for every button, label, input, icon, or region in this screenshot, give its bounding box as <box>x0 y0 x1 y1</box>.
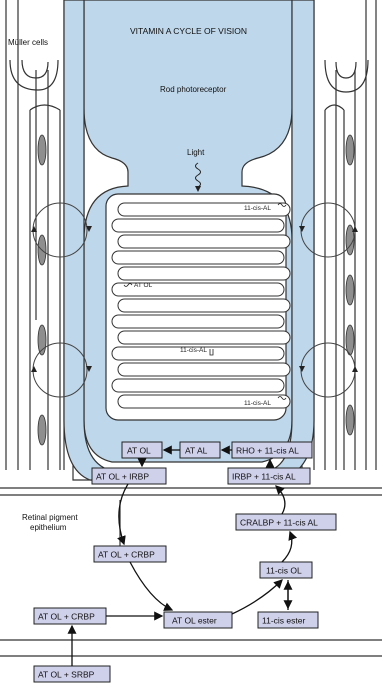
box-at-ol-srbp: AT OL + SRBP <box>34 666 110 682</box>
svg-text:AT OL: AT OL <box>127 446 151 456</box>
disc-label-middle: 11-cis-AL <box>180 347 207 354</box>
svg-text:11-cis OL: 11-cis OL <box>266 566 302 576</box>
svg-text:AT OL ester: AT OL ester <box>172 616 217 626</box>
box-11-cis-ester: 11-cis ester <box>258 612 318 628</box>
box-cralbp-11-cis-al: CRALBP + 11-cis AL <box>236 514 336 530</box>
svg-text:IRBP + 11-cis AL: IRBP + 11-cis AL <box>232 472 296 482</box>
box-at-ol-crbp-rpe: AT OL + CRBP <box>94 546 166 562</box>
disc-label-top: 11-cis-AL <box>244 205 271 212</box>
svg-text:11-cis ester: 11-cis ester <box>262 616 305 626</box>
box-at-ol-crbp: AT OL + CRBP <box>34 608 106 624</box>
svg-text:RHO + 11-cis AL: RHO + 11-cis AL <box>236 446 299 456</box>
box-at-ol-ester: AT OL ester <box>164 612 232 628</box>
box-rho-11-cis-al: RHO + 11-cis AL <box>232 442 312 458</box>
box-at-al: AT AL <box>180 442 220 458</box>
disc-label-bottom: 11-cis-AL <box>244 400 271 407</box>
rpe-label-line2: epithelium <box>30 523 67 532</box>
svg-text:CRALBP + 11-cis AL: CRALBP + 11-cis AL <box>240 518 318 528</box>
svg-text:AT OL + SRBP: AT OL + SRBP <box>38 670 95 680</box>
box-irbp-11-cis-al: IRBP + 11-cis AL <box>228 468 310 484</box>
muller-cells-label: Müller cells <box>8 38 48 47</box>
disc-label-atol: AT OL <box>134 282 153 289</box>
svg-text:AT OL + CRBP: AT OL + CRBP <box>38 612 95 622</box>
box-at-ol: AT OL <box>122 442 162 458</box>
svg-text:AT OL + CRBP: AT OL + CRBP <box>98 550 155 560</box>
svg-text:AT OL + IRBP: AT OL + IRBP <box>96 472 149 482</box>
rod-photoreceptor-label: Rod photoreceptor <box>160 85 227 94</box>
diagram-title: VITAMIN A CYCLE OF VISION <box>130 26 247 36</box>
svg-text:AT AL: AT AL <box>185 446 208 456</box>
light-label: Light <box>187 148 205 157</box>
rpe-label-line1: Retinal pigment <box>22 513 78 522</box>
box-at-ol-irbp: AT OL + IRBP <box>92 468 166 484</box>
box-11-cis-ol: 11-cis OL <box>260 562 312 578</box>
